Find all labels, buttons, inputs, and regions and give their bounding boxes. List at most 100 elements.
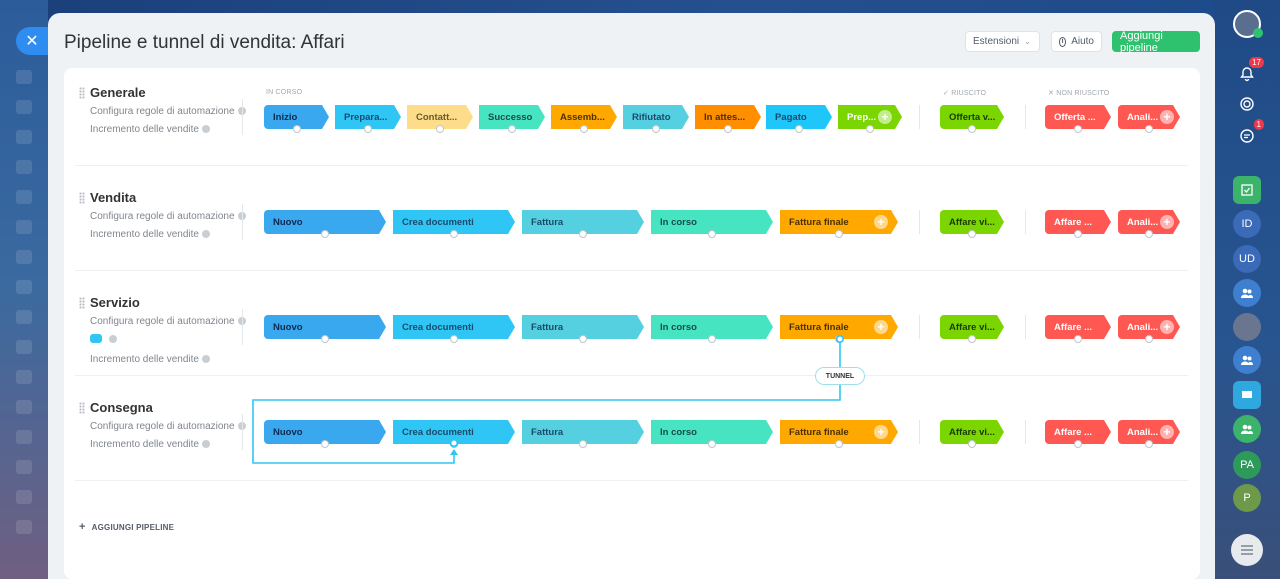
tasks-icon[interactable] [1233, 176, 1261, 204]
stage-connector-dot[interactable] [1074, 230, 1082, 238]
stage-connector-dot[interactable] [508, 125, 516, 133]
help-button[interactable]: i Aiuto [1051, 31, 1102, 52]
tunnel-badge[interactable]: TUNNEL [815, 367, 865, 385]
stage-connector-dot[interactable] [1145, 125, 1153, 133]
stage-connector-dot[interactable] [795, 125, 803, 133]
drag-handle-icon[interactable] [79, 402, 85, 414]
pipeline-name: Servizio [90, 295, 140, 310]
stage-success[interactable]: Offerta v... [940, 105, 1004, 129]
group-avatar-icon[interactable] [1233, 346, 1261, 374]
stage-connector-dot[interactable] [1074, 125, 1082, 133]
avatar[interactable]: P [1233, 484, 1261, 512]
stage-1[interactable]: Nuovo [264, 210, 386, 234]
stage-connector-dot[interactable] [579, 440, 587, 448]
avatar[interactable]: UD [1233, 245, 1261, 273]
stage-label: Affare ... [1054, 321, 1093, 333]
stage-label: Affare ... [1054, 426, 1093, 438]
add-stage-icon[interactable]: + [874, 425, 888, 439]
sales-increment-link[interactable]: Incremento delle vendite [90, 229, 210, 240]
stage-connector-dot[interactable] [1145, 440, 1153, 448]
sales-increment-link[interactable]: Incremento delle vendite [90, 439, 210, 450]
message-icon[interactable] [1233, 381, 1261, 409]
stage-connector-dot[interactable] [1145, 230, 1153, 238]
stage-3[interactable]: Fattura [522, 315, 644, 339]
cross-icon: ✕ [1048, 90, 1057, 97]
stage-connector-dot[interactable] [968, 230, 976, 238]
stage-connector-dot[interactable] [1074, 440, 1082, 448]
robot-icon[interactable] [90, 334, 102, 343]
sales-increment-link[interactable]: Incremento delle vendite [90, 354, 210, 365]
stage-connector-dot[interactable] [866, 125, 874, 133]
drag-handle-icon[interactable] [79, 297, 85, 309]
stage-connector-dot[interactable] [835, 335, 843, 343]
stage-connector-dot[interactable] [580, 125, 588, 133]
pipeline-name: Vendita [90, 190, 137, 205]
stage-connector-dot[interactable] [450, 440, 458, 448]
stage-label: Inizio [273, 111, 298, 123]
add-pipeline-button[interactable]: Aggiungi pipeline [1112, 30, 1200, 54]
divider [1025, 315, 1026, 339]
stage-connector-dot[interactable] [708, 440, 716, 448]
add-stage-icon[interactable]: + [874, 215, 888, 229]
avatar[interactable]: PA [1233, 451, 1261, 479]
stage-label: Prep... [847, 111, 877, 123]
add-stage-icon[interactable]: + [874, 320, 888, 334]
stage-label: Contatt... [416, 111, 458, 123]
automation-rules-link[interactable]: Configura regole di automazione [90, 106, 246, 117]
add-stage-icon[interactable]: + [1160, 110, 1174, 124]
stage-connector-dot[interactable] [1074, 335, 1082, 343]
stage-connector-dot[interactable] [968, 335, 976, 343]
group-avatar-icon[interactable] [1233, 279, 1261, 307]
group-avatar-icon[interactable] [1233, 415, 1261, 443]
stage-connector-dot[interactable] [450, 335, 458, 343]
close-button[interactable]: ✕ [16, 27, 50, 55]
add-stage-icon[interactable]: + [1160, 320, 1174, 334]
notifications-bell-icon[interactable]: 17 [1233, 57, 1264, 88]
menu-toggle-icon[interactable] [1231, 534, 1263, 566]
check-icon: ✓ [943, 90, 952, 97]
chat-icon[interactable]: 1 [1233, 119, 1264, 150]
info-icon [201, 440, 210, 448]
stage-connector-dot[interactable] [1145, 335, 1153, 343]
drag-handle-icon[interactable] [79, 87, 85, 99]
divider [919, 315, 920, 339]
stage-connector-dot[interactable] [450, 230, 458, 238]
stage-connector-dot[interactable] [321, 230, 329, 238]
menu-icon [16, 460, 32, 474]
stage-connector-dot[interactable] [436, 125, 444, 133]
sales-increment-link[interactable]: Incremento delle vendite [90, 124, 210, 135]
add-pipeline-link[interactable]: +AGGIUNGI PIPELINE [79, 521, 175, 533]
user-avatar[interactable] [1233, 10, 1263, 38]
stage-connector-dot[interactable] [579, 335, 587, 343]
automation-rules-link[interactable]: Configura regole di automazione [90, 211, 246, 222]
stage-label: Affare ... [1054, 216, 1093, 228]
extensions-dropdown[interactable]: Estensioni ⌄ [965, 31, 1040, 52]
row-separator [75, 165, 1188, 166]
stage-connector-dot[interactable] [708, 335, 716, 343]
add-stage-icon[interactable]: + [878, 110, 892, 124]
stage-connector-dot[interactable] [835, 440, 843, 448]
stage-connector-dot[interactable] [292, 125, 301, 133]
stage-connector-dot[interactable] [321, 335, 329, 343]
activity-icon[interactable] [1233, 90, 1261, 118]
stage-success[interactable]: Affare vi... [940, 210, 1004, 234]
stage-label: Nuovo [273, 426, 303, 438]
stage-connector-dot[interactable] [364, 125, 372, 133]
stage-connector-dot[interactable] [579, 230, 587, 238]
stage-connector-dot[interactable] [708, 230, 716, 238]
stage-connector-dot[interactable] [652, 125, 660, 133]
add-stage-icon[interactable]: + [1160, 215, 1174, 229]
automation-rules-link[interactable]: Configura regole di automazione [90, 316, 246, 327]
avatar[interactable] [1233, 313, 1261, 341]
avatar[interactable]: ID [1233, 210, 1261, 238]
stage-2[interactable]: Prepara... [335, 105, 401, 129]
stage-connector-dot[interactable] [968, 125, 976, 133]
add-stage-icon[interactable]: + [1160, 425, 1174, 439]
divider [242, 309, 243, 345]
stage-connector-dot[interactable] [835, 230, 843, 238]
drag-handle-icon[interactable] [79, 192, 85, 204]
stage-connector-dot[interactable] [724, 125, 732, 133]
stage-connector-dot[interactable] [968, 440, 976, 448]
automation-rules-link[interactable]: Configura regole di automazione [90, 421, 246, 432]
stage-connector-dot[interactable] [321, 440, 329, 448]
